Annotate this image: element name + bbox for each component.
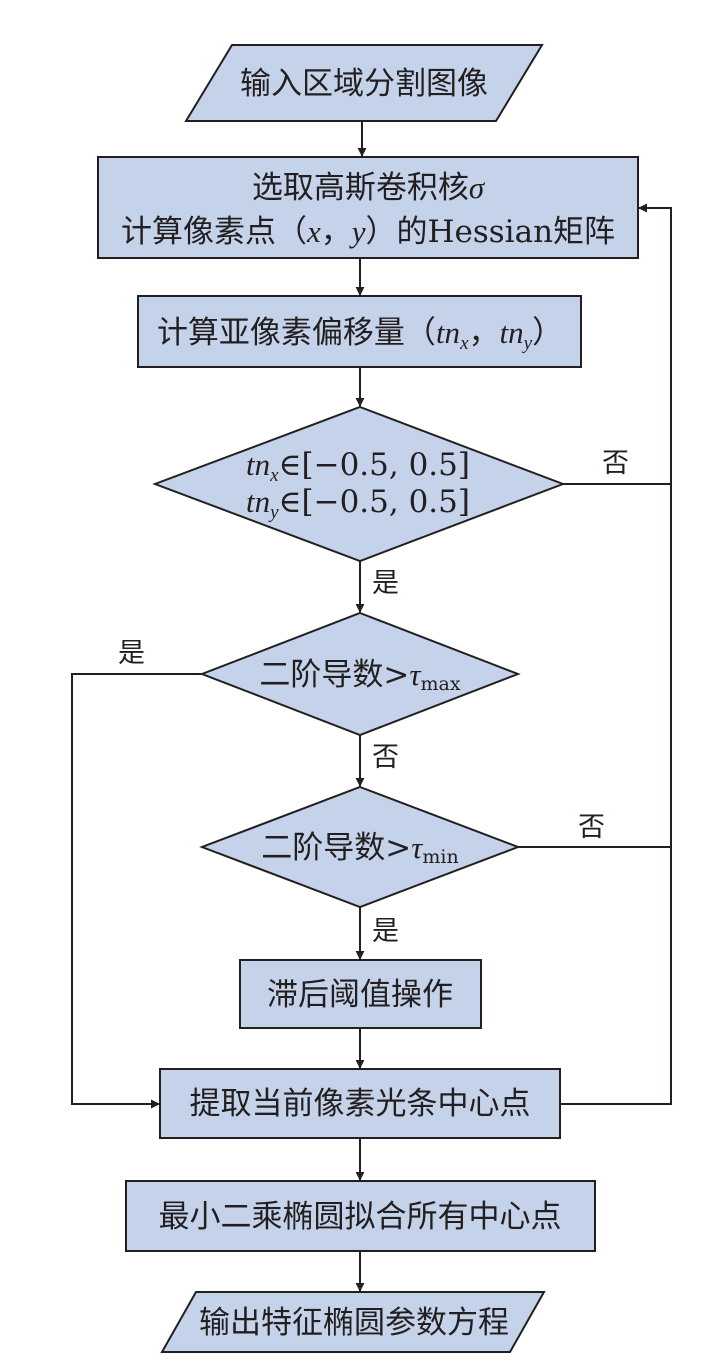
edge-label-max-yes: 是 [118,638,145,669]
edge-check-max-yes [71,673,202,1109]
node-fit: 最小二乘椭圆拟合所有中心点 [125,1180,596,1252]
node-hysteresis-label: 滞后阈值操作 [267,977,453,1013]
node-check-min: 二阶导数>τmin [199,785,521,909]
edge-label-min-yes: 是 [372,916,399,947]
node-hessian: 选取高斯卷积核σ 计算像素点（x，y）的Hessian矩阵 [97,156,639,259]
node-extract: 提取当前像素光条中心点 [159,1068,561,1139]
node-fit-label: 最小二乘椭圆拟合所有中心点 [159,1199,562,1235]
node-check-max-label: 二阶导数>τmax [259,657,460,695]
edge-label-min-no: 否 [578,812,605,843]
node-extract-label: 提取当前像素光条中心点 [190,1086,531,1122]
node-input: 输入区域分割图像 [184,44,544,122]
node-output: 输出特征椭圆参数方程 [160,1291,546,1353]
node-hessian-line1: 选取高斯卷积核σ [252,170,486,206]
edge-label-max-no: 否 [372,742,399,773]
edge-label-range-yes: 是 [372,568,399,599]
node-output-label: 输出特征椭圆参数方程 [199,1305,509,1341]
node-hessian-line2: 计算像素点（x，y）的Hessian矩阵 [121,214,615,250]
node-hysteresis: 滞后阈值操作 [239,959,482,1029]
node-check-min-label: 二阶导数>τmin [261,830,458,868]
edge-label-range-no: 否 [602,448,629,479]
node-check-range-line2: tny∈[−0.5, 0.5] [246,484,470,523]
node-offset: 计算亚像素偏移量（tnx，tny） [137,295,582,368]
node-check-range: tnx∈[−0.5, 0.5] tny∈[−0.5, 0.5] [152,405,566,563]
node-check-max: 二阶导数>τmax [199,611,521,737]
node-offset-label: 计算亚像素偏移量（tnx，tny） [157,315,563,354]
node-check-range-line1: tnx∈[−0.5, 0.5] [246,447,470,486]
edge-extract-loop [560,484,672,1105]
edge-check-range-no [563,203,672,485]
node-input-label: 输入区域分割图像 [240,66,488,102]
